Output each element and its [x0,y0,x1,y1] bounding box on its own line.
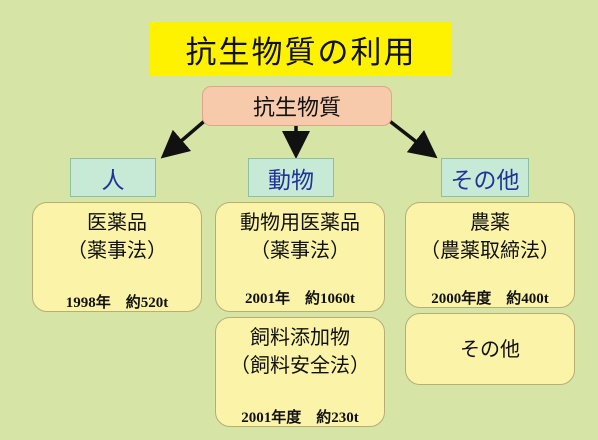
box-animal-drug-law: （薬事法） [250,238,350,262]
box-pesticide-stat: 2000年度 約400t [431,291,549,307]
box-pesticide-title: 農薬 [470,210,510,234]
category-animal: 動物 [248,158,334,197]
slide-title: 抗生物質の利用 [150,22,452,76]
box-animal-drug-stat: 2001年 約1060t [245,291,355,307]
box-animal-feed-stat: 2001年度 約230t [241,410,359,426]
box-human-stat: 1998年 約520t [65,295,169,311]
box-human-law: （薬事法） [67,238,167,262]
box-human-medicine: 医薬品 （薬事法） 1998年 約520t [32,202,202,312]
category-human: 人 [70,158,156,197]
box-other-uses: その他 [405,313,575,385]
box-animal-drug: 動物用医薬品 （薬事法） 2001年 約1060t [215,202,385,312]
box-animal-feed: 飼料添加物 （飼料安全法） 2001年度 約230t [215,317,385,427]
box-animal-feed-law: （飼料安全法） [230,353,370,377]
root-node-antibiotics: 抗生物質 [202,86,392,126]
category-other: その他 [441,158,529,197]
box-other-title: その他 [460,337,520,361]
box-animal-drug-title: 動物用医薬品 [240,210,360,234]
box-pesticide-law: （農薬取締法） [420,238,560,262]
box-human-title: 医薬品 [87,210,147,234]
box-animal-feed-title: 飼料添加物 [250,325,350,349]
box-pesticide: 農薬 （農薬取締法） 2000年度 約400t [405,202,575,308]
